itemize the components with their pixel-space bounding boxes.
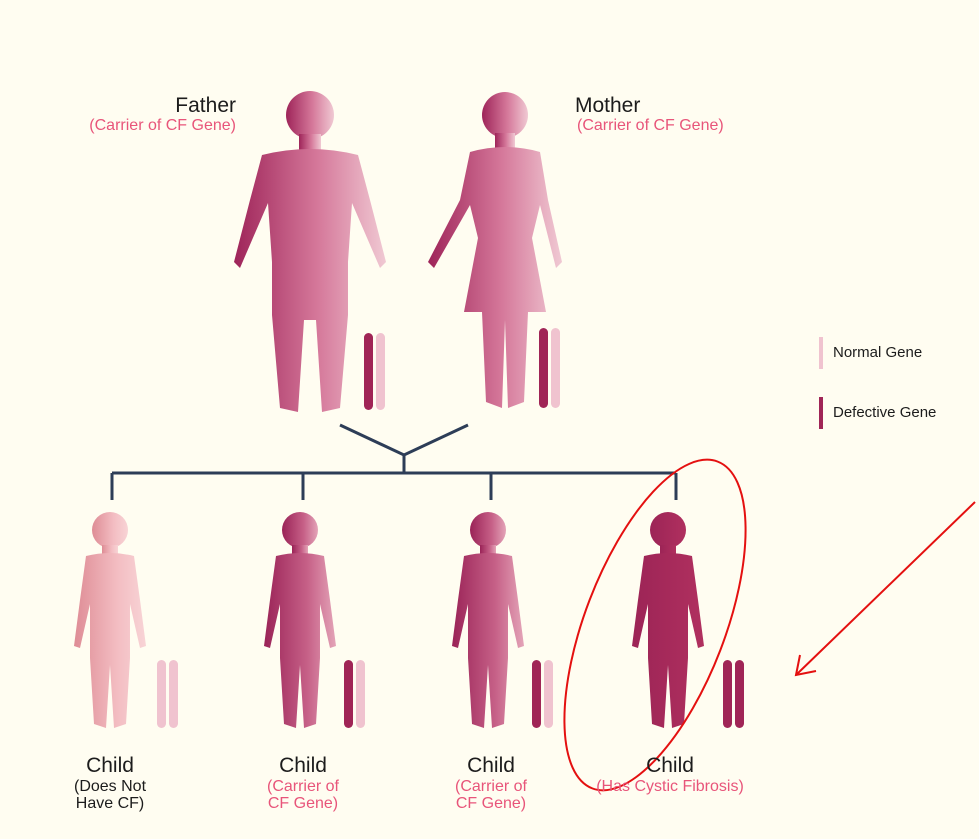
child-chromosomes-4: [723, 660, 744, 728]
child-status-3-line1: (Carrier of: [431, 778, 551, 795]
legend-normal-swatch: [819, 337, 823, 369]
mother-subtitle: (Carrier of CF Gene): [577, 117, 724, 134]
legend-defective-swatch: [819, 397, 823, 429]
child-title-1: Child: [50, 755, 170, 778]
legend-defective-label: Defective Gene: [833, 405, 936, 421]
annotation-arrow: [796, 502, 975, 675]
child-status-3-line2: CF Gene): [431, 795, 551, 812]
child-chromosomes-3: [532, 660, 553, 728]
child-label-1: Child (Does Not Have CF): [50, 755, 170, 812]
child-figure-2: [264, 512, 336, 728]
child-status-2-line1: (Carrier of: [243, 778, 363, 795]
mother-chromosomes: [539, 328, 560, 408]
child-title-3: Child: [431, 755, 551, 778]
child-status-2-line2: CF Gene): [243, 795, 363, 812]
father-figure: [234, 91, 386, 412]
child-figure-4: [632, 512, 704, 728]
legend-normal-label: Normal Gene: [833, 345, 922, 361]
child-figure-3: [452, 512, 524, 728]
child-figure-1: [74, 512, 146, 728]
inheritance-tree-lines: [112, 425, 676, 500]
child-label-3: Child (Carrier of CF Gene): [431, 755, 551, 812]
child-title-4: Child: [570, 755, 770, 778]
child-label-2: Child (Carrier of CF Gene): [243, 755, 363, 812]
child-chromosomes-2: [344, 660, 365, 728]
child-status-1-line2: Have CF): [50, 795, 170, 812]
child-title-2: Child: [243, 755, 363, 778]
father-title: Father: [175, 95, 236, 118]
mother-title: Mother: [575, 95, 640, 118]
child-status-4-line1: (Has Cystic Fibrosis): [570, 778, 770, 795]
father-chromosomes: [364, 333, 385, 410]
father-subtitle: (Carrier of CF Gene): [89, 117, 236, 134]
child-label-4: Child (Has Cystic Fibrosis): [570, 755, 770, 795]
child-status-1-line1: (Does Not: [50, 778, 170, 795]
child-chromosomes-1: [157, 660, 178, 728]
